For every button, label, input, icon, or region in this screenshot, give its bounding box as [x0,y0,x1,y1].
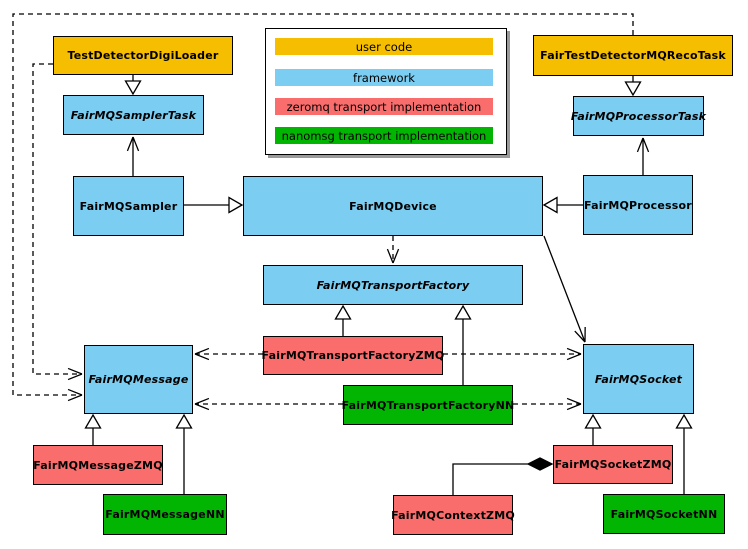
edge-inheritance-fair-mqsocket-nn-to-fair-mqsocket [675,413,693,494]
legend-item-zeromq: zeromq transport implementation [275,98,493,115]
class-box-fair-mqdevice: FairMQDevice [243,176,543,236]
class-box-fair-mqmessage: FairMQMessage [84,345,193,414]
edge-inheritance-fair-mqsocket-zmq-to-fair-mqsocket [584,413,602,445]
edge-inheritance-fair-mqprocessor-to-fair-mqdevice [542,196,583,214]
class-box-fair-mqprocessor-task: FairMQProcessorTask [571,96,706,136]
edge-inheritance-fair-mqtransport-factory-nn-to-fair-mqtransport-factory [454,304,472,385]
edge-association-fair-mqdevice-to-fair-mqsocket [543,235,586,343]
legend: user code framework zeromq transport imple… [265,28,507,155]
edge-dependency-fair-mqtransport-factory-nn-to-fair-mqsocket [513,397,582,411]
class-box-fair-mqtransport-factory-nn: FairMQTransportFactoryNN [342,385,514,425]
edge-inheritance-fair-mqmessage-zmq-to-fair-mqmessage [84,413,102,445]
edge-dependency-fair-mqtransport-factory-zmq-to-fair-mqmessage [194,347,263,361]
class-box-fair-mqmessage-nn: FairMQMessageNN [103,494,227,535]
edge-dependency-fair-mqtransport-factory-zmq-to-fair-mqsocket [443,347,582,361]
class-box-fair-mqsocket: FairMQSocket [583,344,694,414]
legend-item-framework: framework [275,69,493,86]
edge-inheritance-fair-mqtransport-factory-zmq-to-fair-mqtransport-factory [334,304,352,336]
edge-association-fair-mqprocessor-to-fair-mqprocessor-task [636,137,650,175]
edge-dependency-test-detector-digi-loader-to-fair-mqmessage [32,63,83,381]
class-box-fair-mqmessage-zmq: FairMQMessageZMQ [33,445,163,485]
edge-dependency-fair-mqdevice-to-fair-mqtransport-factory [386,236,400,264]
legend-item-nanomsg: nanomsg transport implementation [275,127,493,144]
class-box-fair-mqprocessor: FairMQProcessor [583,175,693,235]
edge-inheritance-fair-mqsampler-to-fair-mqdevice [184,196,244,214]
class-box-fair-mqsampler: FairMQSampler [73,176,184,236]
edge-inheritance-fair-mqmessage-nn-to-fair-mqmessage [175,413,193,494]
class-box-fair-mqsampler-task: FairMQSamplerTask [63,95,204,135]
edge-inheritance-test-detector-digi-loader-to-fair-mqsampler-task [124,75,142,96]
edge-dependency-fair-test-detector-mqreco-task-to-fair-mqmessage [12,13,634,402]
edge-dependency-fair-mqtransport-factory-nn-to-fair-mqmessage [194,397,343,411]
class-box-fair-test-detector-mqreco-task: FairTestDetectorMQRecoTask [533,35,733,76]
edge-inheritance-fair-test-detector-mqreco-task-to-fair-mqprocessor-task [624,76,642,97]
class-box-fair-mqtransport-factory: FairMQTransportFactory [263,265,523,305]
edge-association-fair-mqsampler-to-fair-mqsampler-task [126,136,140,176]
class-box-test-detector-digi-loader: TestDetectorDigiLoader [53,36,233,75]
class-box-fair-mqcontext-zmq: FairMQContextZMQ [391,495,515,535]
class-box-fair-mqtransport-factory-zmq: FairMQTransportFactoryZMQ [262,336,444,375]
class-box-fair-mqsocket-nn: FairMQSocketNN [603,494,725,534]
legend-item-user: user code [275,38,493,55]
edge-composition-fair-mqcontext-zmq-to-fair-mqsocket-zmq [452,457,554,495]
class-box-fair-mqsocket-zmq: FairMQSocketZMQ [553,445,673,484]
